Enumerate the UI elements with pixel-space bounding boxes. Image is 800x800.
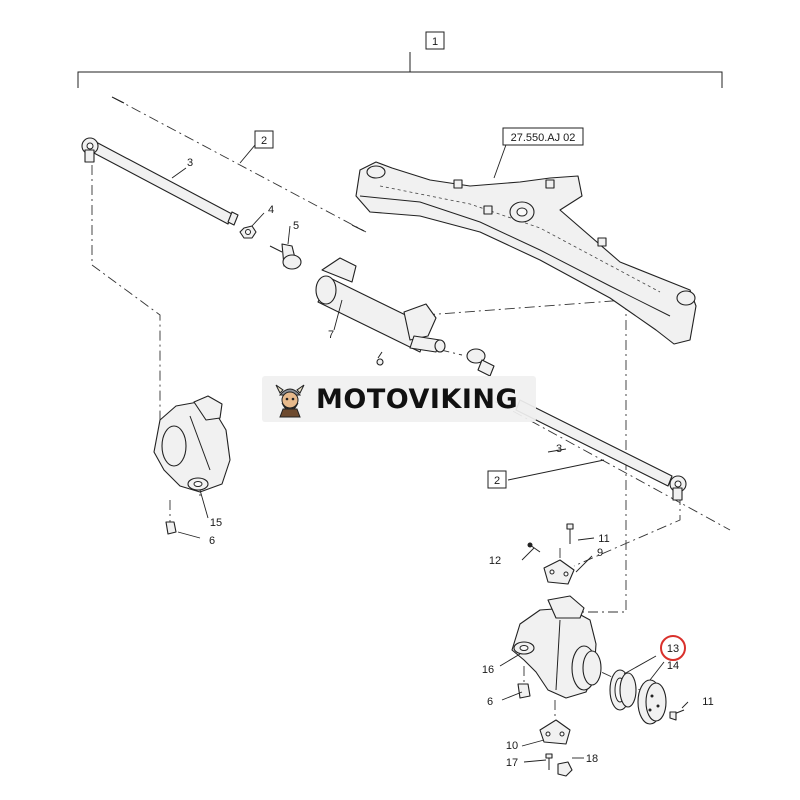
callout-box-reference — [502, 127, 584, 146]
ball-joint-part-5 — [269, 243, 302, 270]
leader-lines — [171, 141, 689, 763]
rod-end-right — [466, 348, 495, 377]
callout-label-7: 7 — [328, 329, 334, 341]
callout-label-16: 16 — [482, 664, 494, 676]
bolt-part-17 — [545, 753, 553, 770]
callout-label-reference: 27.550.AJ 02 — [511, 132, 576, 144]
seal-ring-part-13 — [609, 669, 637, 711]
axle-housing — [355, 161, 697, 345]
callout-label-11-lower: 11 — [702, 696, 713, 708]
steering-cylinder — [315, 257, 446, 366]
callout-label-11-upper: 11 — [598, 533, 609, 545]
alignment-lines — [91, 165, 681, 720]
nut-part-18 — [557, 761, 573, 777]
bolt-part-11-lower — [669, 709, 685, 721]
callout-label-10: 10 — [506, 740, 518, 752]
callout-box-1 — [425, 31, 445, 50]
callout-label-6-right: 6 — [487, 696, 493, 708]
steering-knuckle-right — [511, 595, 602, 699]
subassembly-bracket-upper — [111, 96, 367, 233]
tie-rod-right — [515, 399, 687, 501]
callout-label-15: 15 — [210, 517, 222, 529]
watermark-text: MOTOVIKING — [316, 383, 519, 415]
bolt-part-11-upper — [566, 523, 574, 544]
steering-knuckle-left — [153, 395, 231, 493]
tie-rod-left — [81, 137, 239, 226]
callout-label-3-lower: 3 — [556, 443, 562, 455]
callout-label-9: 9 — [597, 547, 603, 559]
callout-label-5: 5 — [293, 220, 299, 232]
callout-label-18: 18 — [586, 753, 598, 765]
callout-label-2-upper: 2 — [261, 135, 267, 147]
callout-label-2-lower: 2 — [494, 475, 500, 487]
nut-part-4 — [239, 225, 257, 239]
callout-box-2-upper — [254, 130, 274, 149]
grease-nipple-part-12 — [527, 542, 541, 553]
callout-label-13: 13 — [667, 643, 679, 655]
callout-label-17: 17 — [506, 757, 518, 769]
watermark-banner: MOTOVIKING — [262, 376, 536, 422]
callout-label-1: 1 — [432, 36, 438, 48]
callout-label-12: 12 — [489, 555, 501, 567]
callout-label-4: 4 — [268, 204, 274, 216]
highlight-ring-13 — [660, 635, 686, 661]
callout-label-6-left: 6 — [209, 535, 215, 547]
bolt-part-6-right — [517, 683, 531, 699]
viking-mascot-icon — [275, 384, 305, 418]
assembly-bracket — [77, 52, 723, 88]
callout-box-2-lower — [487, 470, 507, 489]
callout-label-3-upper: 3 — [187, 157, 193, 169]
bolt-part-6-left — [165, 521, 177, 535]
cover-part-14 — [637, 679, 667, 725]
callout-label-14: 14 — [667, 660, 679, 672]
kingpin-plate-lower — [539, 719, 571, 745]
kingpin-plate-upper — [543, 559, 575, 585]
